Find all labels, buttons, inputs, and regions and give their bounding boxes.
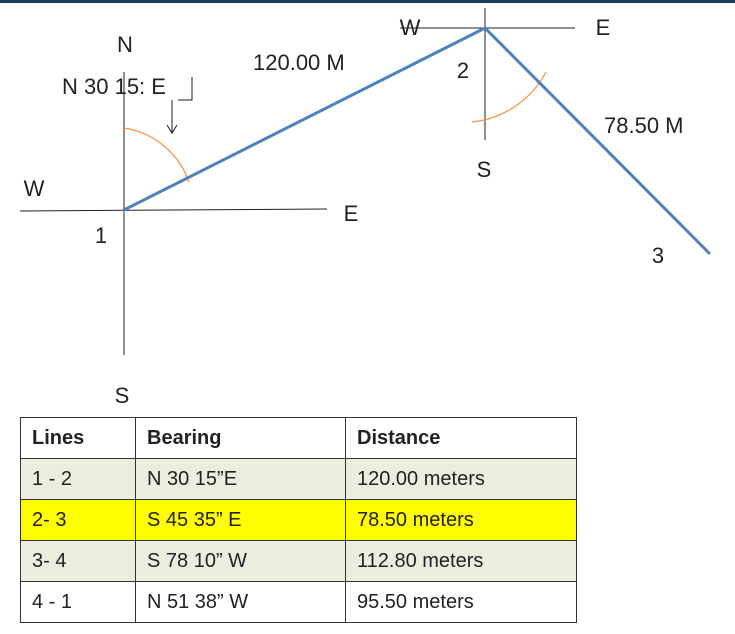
bearing-callout-label: N 30 15: E	[62, 74, 166, 99]
table-header-row: Lines Bearing Distance	[20, 417, 577, 459]
table-row-highlighted: 2- 3 S 45 35” E 78.50 meters	[20, 499, 577, 541]
cell-bearing: S 78 10” W	[135, 540, 346, 582]
callout-arrow-head	[166, 124, 178, 134]
station1-point-label: 1	[95, 223, 107, 248]
station1-east-label: E	[344, 201, 359, 226]
bearing-arc-2	[471, 71, 547, 123]
station3-point-label: 3	[652, 243, 664, 268]
table-row: 3- 4 S 78 10” W 112.80 meters	[20, 540, 577, 582]
bearing-table: Lines Bearing Distance 1 - 2 N 30 15”E 1…	[20, 417, 577, 623]
cell-bearing: S 45 35” E	[135, 499, 346, 541]
station2-point-label: 2	[457, 58, 469, 83]
cell-line: 4 - 1	[20, 581, 136, 623]
cell-line: 2- 3	[20, 499, 136, 541]
station2-south-label: S	[477, 157, 492, 182]
top-border	[0, 0, 735, 3]
cell-bearing: N 51 38” W	[135, 581, 346, 623]
station1-ew-axis	[19, 208, 328, 212]
table-row: 1 - 2 N 30 15”E 120.00 meters	[20, 458, 577, 500]
traverse-line-2-3	[483, 26, 711, 255]
cell-line: 3- 4	[20, 540, 136, 582]
traverse-line-1-2	[122, 26, 487, 212]
cell-distance: 120.00 meters	[345, 458, 577, 500]
station2-west-label: W	[400, 15, 421, 40]
line23-distance-label: 78.50 M	[604, 113, 684, 138]
cell-distance: 78.50 meters	[345, 499, 577, 541]
header-bearing: Bearing	[135, 417, 346, 459]
line12-distance-label: 120.00 M	[253, 50, 345, 75]
callout-bracket	[178, 77, 193, 101]
station1-south-label: S	[115, 383, 130, 408]
header-lines: Lines	[20, 417, 136, 459]
header-distance: Distance	[345, 417, 577, 459]
cell-line: 1 - 2	[20, 458, 136, 500]
cell-bearing: N 30 15”E	[135, 458, 346, 500]
cell-distance: 95.50 meters	[345, 581, 577, 623]
cell-distance: 112.80 meters	[345, 540, 577, 582]
station1-north-label: N	[117, 32, 133, 57]
station1-west-label: W	[24, 176, 45, 201]
station2-east-label: E	[596, 15, 611, 40]
table-row: 4 - 1 N 51 38” W 95.50 meters	[20, 581, 577, 623]
bearing-arc-1	[123, 127, 190, 183]
